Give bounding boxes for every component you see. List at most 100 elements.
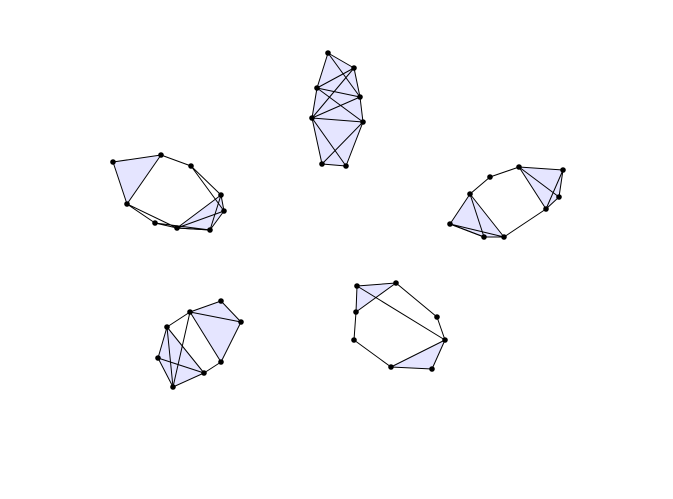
graph-edge [395,282,438,318]
graph-vertex [560,167,566,173]
graph-edge [355,285,358,313]
graph-edge [112,154,162,163]
graph-edge [112,161,128,205]
graph-edge [518,166,564,171]
graph-vertex [110,159,116,165]
graph-vertex [124,201,130,207]
graph-vertex [164,324,170,330]
graph-edge [160,154,192,167]
graph-edge [390,366,433,370]
graph-vertex [325,50,331,56]
graph-edge [345,121,364,167]
graph-vertex [188,163,194,169]
graph-edge [449,223,485,238]
graph-edge [489,166,520,178]
lower-left-graph [155,298,244,390]
graph-vertex [447,221,453,227]
graph-edge [172,311,191,388]
graph-vertex [158,152,164,158]
graph-edge [518,166,560,198]
shaded-face [177,195,224,230]
graph-vertex [556,194,562,200]
graph-edge [356,282,397,287]
graph-edge [518,166,547,210]
graph-vertex [434,314,440,320]
graph-vertex [516,164,522,170]
graph-edge [316,67,355,89]
graph-edge [172,372,205,388]
graph-edge [190,165,222,196]
graph-vertex [388,364,394,370]
graph-edge [209,210,225,231]
top-graph [309,50,366,169]
graph-edge [558,169,564,198]
graph-edge [166,326,205,374]
graph-vertex [442,337,448,343]
graph-vertex [174,225,180,231]
graph-vertex [429,366,435,372]
graph-edge [157,357,174,388]
graph-vertex [207,227,213,233]
graph-edge [355,282,397,313]
graph-edge [431,339,446,370]
shaded-face [113,155,161,204]
graph-edge [469,193,485,238]
graph-edge [436,316,446,341]
graph-edge [327,52,355,69]
graph-edge [353,339,392,368]
graph-vertex [343,163,349,169]
graph-vertex [487,174,493,180]
shaded-face [519,167,563,209]
graph-vertex [351,65,357,71]
shaded-face [312,88,360,118]
graph-vertex [501,234,507,240]
graph-edge [545,196,560,210]
graph-vertex [351,337,357,343]
graph-edge [189,311,242,323]
lower-right-graph [351,280,448,372]
right-graph [447,164,566,240]
graph-edge [356,285,446,341]
graph-vertex [481,234,487,240]
graph-edge [176,194,222,229]
graph-edge [126,203,156,224]
graph-edge [209,194,222,231]
graph-edge [321,163,347,167]
graph-vertex [218,298,224,304]
graph-edge [220,300,242,323]
graph-vertex [218,359,224,365]
graph-edge [190,165,225,212]
graph-edge [311,96,361,119]
graph-vertex [467,191,473,197]
upper-left-graph [110,152,227,233]
graph-edge [126,154,162,205]
graph-edge [545,169,564,210]
graph-edge [126,203,178,229]
graph-vertex [309,115,315,121]
shaded-face [317,53,354,88]
graph-edge [166,311,191,328]
graph-edge [157,326,168,359]
graph-edge [503,208,547,238]
graph-edge [157,357,205,374]
graph-vertex [170,384,176,390]
graph-edge [469,176,491,195]
graph-edge [311,67,355,119]
graph-vertex [218,192,224,198]
graph-edge [166,326,174,388]
graph-edge [359,96,364,123]
shaded-face [312,97,363,122]
graph-edge [316,87,364,123]
graph-edge [220,321,242,363]
graph-edge [189,300,222,313]
graph-vertex [238,319,244,325]
shaded-face [158,327,204,387]
graph-edge [316,52,329,89]
graph-vertex [201,370,207,376]
graph-edge [311,117,323,165]
graph-edge [311,87,318,119]
graph-edge [311,117,364,123]
graph-edge [316,87,361,98]
graph-vertex [360,119,366,125]
